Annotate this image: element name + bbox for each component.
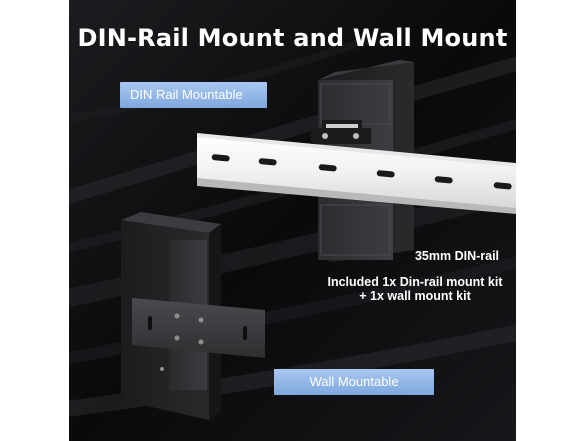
product-illustration [69, 0, 516, 441]
headline: DIN-Rail Mount and Wall Mount [77, 24, 508, 52]
din-clip [311, 128, 371, 144]
wall-mounted-device [121, 212, 265, 420]
kit-caption-line1: Included 1x Din-rail mount kit [327, 275, 503, 289]
right-margin [516, 0, 588, 441]
wall-mountable-label: Wall Mountable [274, 369, 434, 395]
kit-caption-line2: + 1x wall mount kit [359, 289, 471, 303]
din-rail-mountable-label: DIN Rail Mountable [120, 82, 267, 108]
rail-size-caption: 35mm DIN-rail [414, 249, 500, 263]
din-rail [197, 133, 516, 214]
product-stage: DIN-Rail Mount and Wall Mount DIN Rail M… [69, 0, 516, 441]
left-margin [0, 0, 69, 441]
